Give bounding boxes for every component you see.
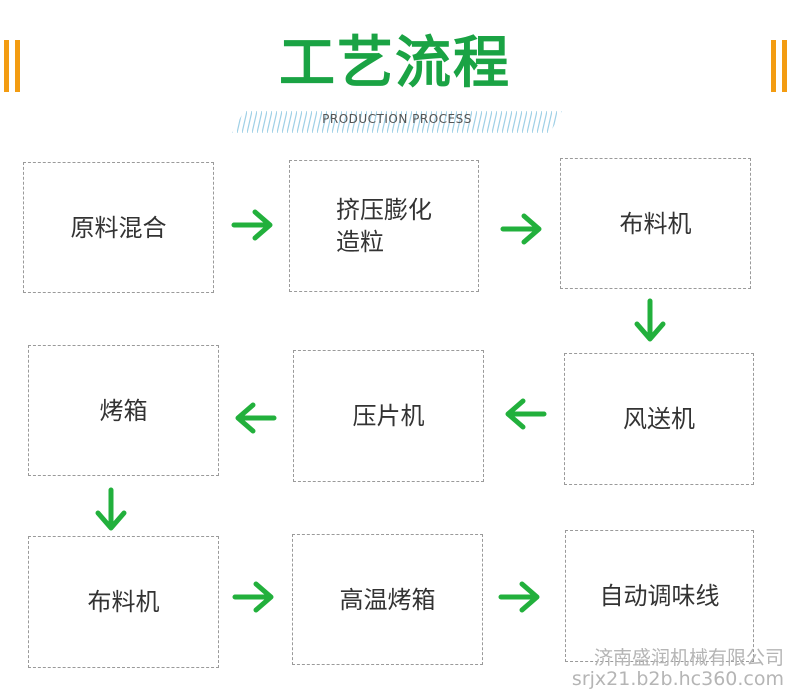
arrow-right-icon: [498, 581, 540, 613]
arrow-down-icon: [634, 298, 666, 342]
page-title: 工艺流程: [279, 31, 511, 96]
arrow-right-icon: [500, 213, 542, 245]
arrow-left-icon: [505, 398, 547, 430]
arrow-right-icon: [231, 209, 273, 241]
step-box-5: 压片机: [293, 350, 484, 482]
watermark-site: srjx21.b2b.hc360.com: [571, 668, 784, 690]
step-box-1: 原料混合: [23, 162, 214, 293]
page-subtitle: PRODUCTION PROCESS: [322, 112, 472, 126]
step-label: 布料机: [87, 588, 160, 616]
watermark-company: 济南盛润机械有限公司: [593, 647, 784, 669]
step-box-3: 布料机: [560, 158, 751, 289]
step-label: 挤压膨化 造粒: [336, 196, 432, 256]
step-box-7: 布料机: [28, 536, 219, 668]
subtitle-banner: PRODUCTION PROCESS: [232, 111, 562, 133]
left-accent-bars: [4, 40, 22, 92]
arrow-down-icon: [95, 487, 127, 531]
step-box-4: 烤箱: [28, 345, 219, 476]
step-box-9: 自动调味线: [565, 530, 754, 662]
step-label: 布料机: [619, 209, 692, 238]
arrow-left-icon: [235, 402, 277, 434]
step-box-8: 高温烤箱: [292, 534, 483, 665]
hatch-pattern: [232, 111, 562, 133]
right-accent-bars: [771, 40, 789, 92]
step-label: 自动调味线: [599, 582, 720, 610]
watermark: 济南盛润机械有限公司 srjx21.b2b.hc360.com: [572, 648, 784, 690]
step-label: 高温烤箱: [339, 585, 436, 614]
step-label: 原料混合: [70, 213, 167, 242]
step-label: 烤箱: [99, 396, 148, 425]
step-box-6: 风送机: [564, 353, 754, 485]
step-box-2: 挤压膨化 造粒: [289, 160, 479, 292]
step-label: 压片机: [352, 402, 425, 430]
step-label: 风送机: [623, 405, 695, 433]
arrow-right-icon: [232, 581, 274, 613]
